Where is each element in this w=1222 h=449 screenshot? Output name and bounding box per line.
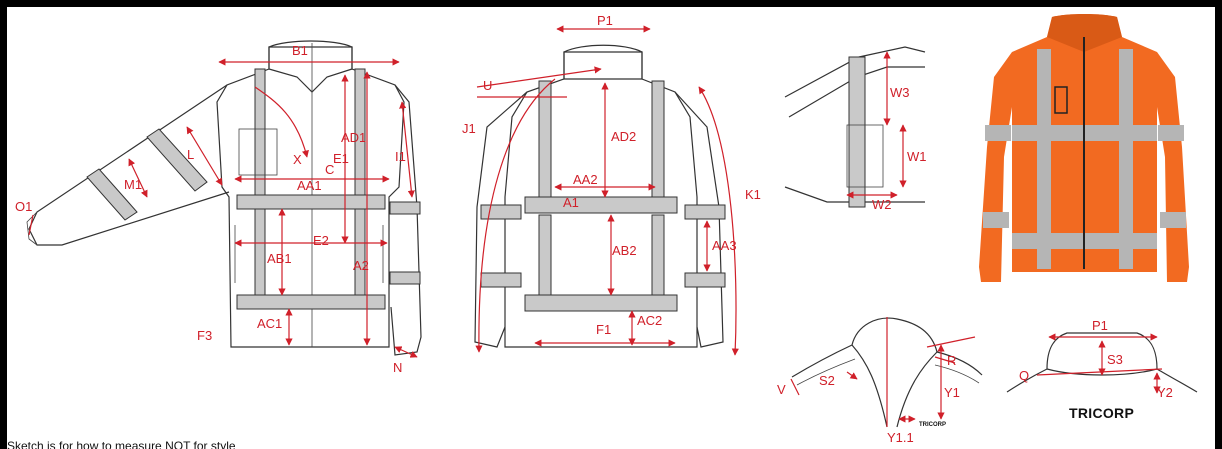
label-s3: S3 [1107,352,1123,367]
label-p1-collar: P1 [1092,318,1108,333]
label-ab1: AB1 [267,251,292,266]
label-a1: A1 [563,195,579,210]
label-aa2: AA2 [573,172,598,187]
brand-logo-large: TRICORP [1069,405,1134,421]
label-e1: E1 [333,151,349,166]
label-y1: Y1 [944,385,960,400]
label-y2: Y2 [1157,385,1173,400]
label-n: N [393,360,402,375]
label-a2: A2 [353,258,369,273]
back-dimension-lines [475,25,739,356]
caption-note: Sketch is for how to measure NOT for sty… [7,439,236,449]
front-jacket-sketch [26,40,422,356]
label-x: X [293,152,302,167]
label-r: R [947,353,956,368]
label-ac2: AC2 [637,313,662,328]
label-ab2: AB2 [612,243,637,258]
label-f3: F3 [197,328,212,343]
label-ac1: AC1 [257,316,282,331]
label-f1: F1 [596,322,611,337]
label-q: Q [1019,368,1029,383]
label-aa1: AA1 [297,178,322,193]
collar-back-sketch [1006,332,1198,394]
label-p1: P1 [597,13,613,28]
label-e2: E2 [313,233,329,248]
label-aa3: AA3 [712,238,737,253]
label-m1: M1 [124,177,142,192]
brand-logo-small: TRICORP [919,422,946,428]
label-s2: S2 [819,373,835,388]
measurement-diagram: B1 O1 L M1 X C AD1 E1 I1 AA1 E2 AB1 A2 A… [15,13,1198,445]
label-ad2: AD2 [611,129,636,144]
label-w2: W2 [872,197,892,212]
label-i1: I1 [395,149,406,164]
measurement-labels: B1 O1 L M1 X C AD1 E1 I1 AA1 E2 AB1 A2 A… [15,13,1173,445]
label-v: V [777,382,786,397]
label-l: L [187,147,194,162]
collar-front-sketch [790,317,983,428]
label-c: C [325,162,334,177]
jacket-product-photo [979,14,1189,282]
front-dimension-lines [28,58,418,358]
back-jacket-sketch [474,44,726,348]
measurement-sheet: B1 O1 L M1 X C AD1 E1 I1 AA1 E2 AB1 A2 A… [7,7,1215,449]
label-b1: B1 [292,43,308,58]
label-u: U [483,78,492,93]
label-w3: W3 [890,85,910,100]
label-j1: J1 [462,121,476,136]
label-w1: W1 [907,149,927,164]
label-y1-1: Y1.1 [887,430,914,445]
label-o1: O1 [15,199,32,214]
sleeve-detail-sketch [784,46,926,208]
label-k1: K1 [745,187,761,202]
label-ad1: AD1 [341,130,366,145]
